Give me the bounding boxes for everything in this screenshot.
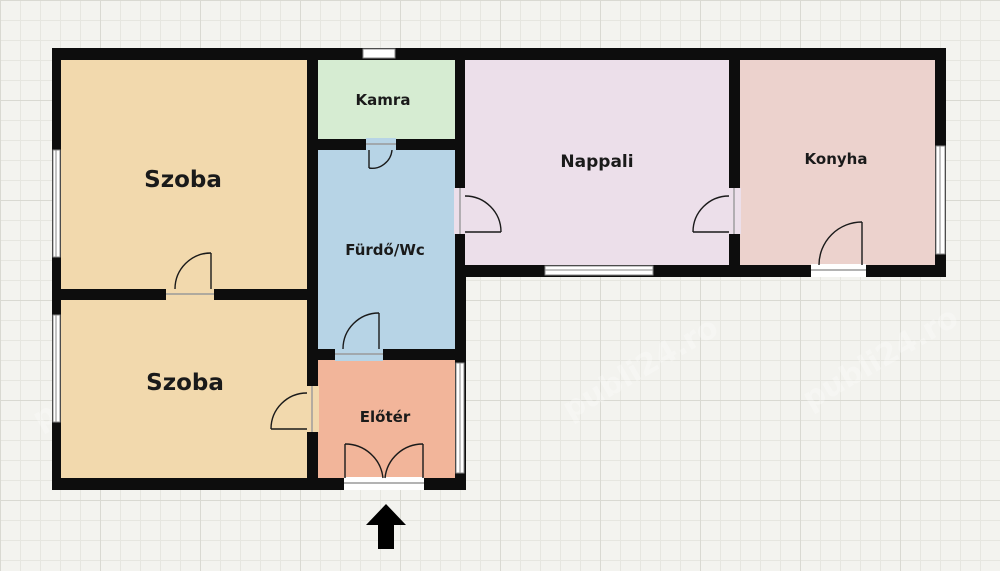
room-szoba-top	[61, 60, 307, 289]
room-furdo	[318, 150, 455, 349]
room-labels: Szoba Szoba Kamra Fürdő/Wc Előtér Nappal…	[144, 91, 867, 426]
door-szoba-top	[166, 252, 214, 295]
arrow-up-icon	[366, 504, 406, 549]
room-kamra	[318, 60, 455, 139]
room-eloter	[318, 360, 455, 478]
door-furdo	[335, 312, 383, 355]
room-konyha	[740, 60, 935, 265]
room-szoba-bottom	[61, 300, 307, 478]
window	[362, 48, 396, 59]
room-nappali	[465, 60, 729, 265]
doors	[166, 143, 866, 484]
room-label-konyha: Konyha	[805, 150, 868, 168]
room-label-furdo: Fürdő/Wc	[345, 241, 425, 259]
door-nappali-left	[459, 188, 502, 234]
room-label-eloter: Előtér	[360, 408, 411, 426]
watermark: publi24.ro	[557, 310, 725, 427]
door-entrance	[344, 443, 424, 484]
rooms	[61, 60, 935, 478]
door-konyha	[811, 221, 866, 271]
watermark: publi24.ro	[797, 300, 965, 417]
windows	[52, 48, 946, 474]
door-szoba-bottom	[270, 386, 313, 432]
room-label-szoba-top: Szoba	[144, 167, 222, 193]
door-kamra	[366, 143, 396, 169]
room-label-kamra: Kamra	[356, 91, 411, 109]
room-label-szoba-bottom: Szoba	[146, 370, 224, 396]
room-label-nappali: Nappali	[560, 152, 633, 172]
door-nappali-right	[692, 188, 735, 234]
